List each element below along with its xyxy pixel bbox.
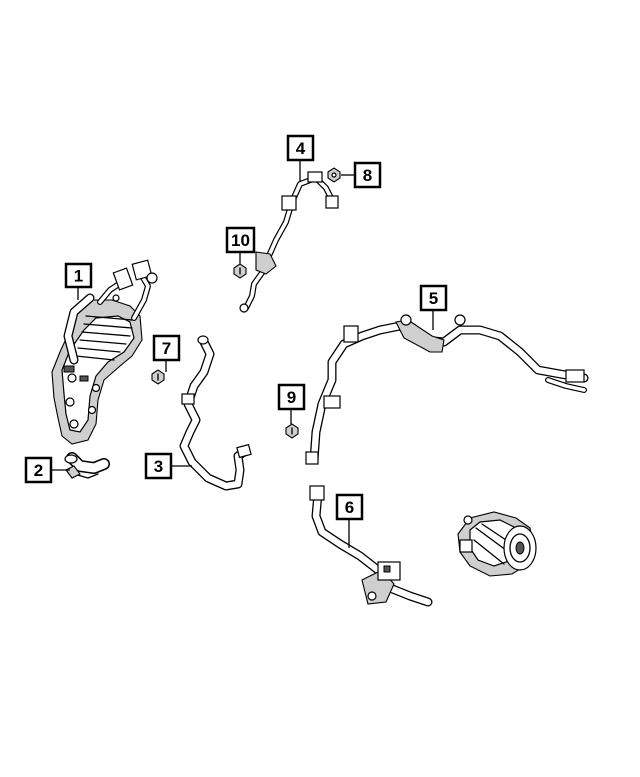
callout-8-label: 8 (363, 166, 372, 185)
callout-10: 10 (225, 226, 256, 254)
callout-9: 9 (277, 383, 306, 411)
callout-4: 4 (286, 134, 315, 162)
callout-1: 1 (64, 262, 93, 289)
callout-6: 6 (335, 493, 364, 521)
callout-1-label: 1 (74, 267, 83, 286)
part-1-oil-cooler-assembly (51, 259, 158, 445)
part-6-ac-hose (309, 485, 433, 607)
ac-compressor (457, 511, 537, 577)
part-5-ac-hose-assembly (305, 314, 589, 465)
callout-7-label: 7 (162, 339, 171, 358)
callout-10-label: 10 (231, 231, 250, 250)
callout-5-label: 5 (429, 289, 438, 308)
part-4-refrigerant-line (239, 171, 339, 313)
callout-8: 8 (353, 161, 382, 189)
part-9-bolt (285, 423, 299, 439)
part-10-bolt (233, 263, 247, 279)
callout-3: 3 (144, 452, 173, 480)
callout-3-label: 3 (154, 457, 163, 476)
callout-4-label: 4 (296, 139, 306, 158)
callout-5: 5 (419, 284, 448, 312)
callout-2: 2 (24, 456, 53, 484)
callout-6-label: 6 (345, 498, 354, 517)
part-7-bolt (151, 369, 165, 385)
part-8-nut (327, 167, 341, 183)
callout-2-label: 2 (34, 461, 43, 480)
part-3-coolant-hose (179, 335, 252, 491)
callout-7: 7 (152, 334, 181, 362)
part-2-coolant-hose (64, 452, 110, 479)
callout-9-label: 9 (287, 388, 296, 407)
